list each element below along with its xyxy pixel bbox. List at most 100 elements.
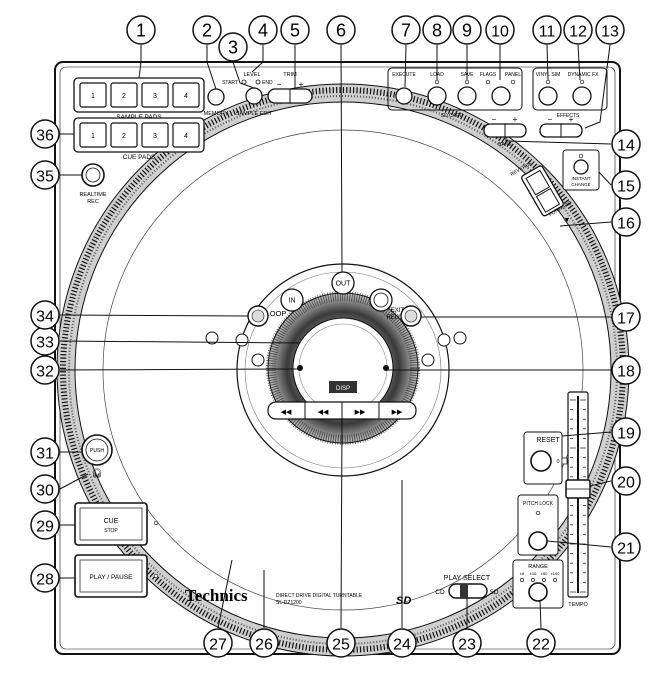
track-forward-icon[interactable]: ▶▶: [392, 409, 403, 416]
load-indicator: [434, 79, 440, 85]
callout-number-14: 14: [617, 138, 635, 155]
range-indicator: [553, 578, 557, 582]
instant-change-button[interactable]: [573, 159, 589, 175]
callout-circle-4: [248, 15, 278, 45]
forward-arrow-icon: ▼: [564, 217, 571, 224]
callout-number-4: 4: [258, 21, 268, 41]
dynamic-fx-button[interactable]: [572, 86, 592, 106]
realtime-rec-button[interactable]: [81, 163, 105, 187]
callout-circle-15: [611, 170, 641, 200]
dynamic-fx-indicator: [579, 79, 585, 85]
reset-button[interactable]: [530, 450, 552, 472]
cue-pad-4[interactable]: [172, 122, 200, 148]
instant-change-indicator: [578, 153, 584, 159]
callout-circle-23: [452, 628, 482, 658]
sample-pad-2[interactable]: [110, 82, 138, 108]
panel-indicator: [510, 79, 516, 85]
cue-pad-3[interactable]: [141, 122, 169, 148]
pitch-lock-button[interactable]: [528, 531, 548, 551]
ring-button-right-lower[interactable]: [421, 353, 435, 367]
sample-edit-button[interactable]: [245, 87, 263, 105]
loop-in-label: IN: [289, 298, 296, 305]
ring-button-left-upper[interactable]: [235, 333, 249, 347]
leader-line-20: [589, 480, 612, 487]
callout-circle-11: [532, 15, 562, 45]
callout-number-21: 21: [617, 541, 635, 558]
leader-line-32: [59, 368, 299, 371]
ring-marker-right: [453, 331, 467, 345]
leader-line-33: [59, 340, 301, 344]
leader-line-7: [404, 44, 407, 88]
callout-circle-30: [30, 474, 60, 504]
sd-section-frame: [387, 67, 523, 111]
sample-edit-label: SAMPLE EDIT: [236, 111, 273, 117]
track-back-icon[interactable]: ◀◀: [281, 409, 292, 416]
callout-circle-13: [595, 15, 625, 45]
ring-button-right-upper[interactable]: [437, 333, 451, 347]
callout-circle-10: [485, 15, 515, 45]
jog-indicator-left: [297, 365, 303, 371]
bank-minus-label: −: [492, 115, 497, 124]
sd-card-label: SD CARD: [441, 113, 464, 119]
callout-number-34: 34: [36, 309, 54, 326]
sample-pad-4[interactable]: [172, 82, 200, 108]
search-back-icon[interactable]: ◀◀: [318, 409, 329, 416]
panel-label: PANEL: [505, 72, 521, 78]
callout-number-27: 27: [209, 637, 227, 654]
ring-button-left-lower[interactable]: [251, 353, 265, 367]
memory-button[interactable]: [207, 88, 225, 106]
bank-plus-label: +: [513, 115, 518, 124]
loop-out-button[interactable]: OUT: [331, 271, 355, 295]
display-mode-indicator: [329, 381, 357, 393]
bank-label: BANK: [498, 142, 512, 148]
panel-button[interactable]: [491, 86, 511, 106]
callout-circle-2: [192, 15, 222, 45]
stop-label: STOP: [104, 528, 118, 534]
change-label: CHANGE: [571, 182, 590, 187]
exit-reloop-button[interactable]: [369, 288, 393, 312]
vinyl-sim-indicator: [545, 79, 551, 85]
range-button[interactable]: [528, 582, 548, 602]
cue-pad-label: 4: [184, 133, 188, 140]
effects-minus-label: −: [548, 115, 553, 124]
effects-plus-label: +: [569, 115, 574, 124]
callout-circle-24: [387, 628, 417, 658]
play-pause-button[interactable]: [74, 554, 148, 598]
display-mode-label: DISP: [336, 386, 350, 392]
callout-number-7: 7: [401, 21, 411, 41]
cue-button[interactable]: [74, 502, 148, 546]
direction-switch[interactable]: [521, 165, 565, 217]
sample-pad-3[interactable]: [141, 82, 169, 108]
vinyl-sim-button[interactable]: [538, 86, 558, 106]
flags-label: FLAGS: [480, 72, 497, 78]
callout-circle-5: [280, 15, 310, 45]
sample-pad-1[interactable]: [79, 82, 107, 108]
zero-indicator: [561, 457, 568, 465]
cue-label: CUE: [104, 518, 119, 525]
cue-pad-1[interactable]: [79, 122, 107, 148]
load-button[interactable]: [427, 86, 447, 106]
jog-indicator-right: [383, 365, 389, 371]
headphone-icon: 🎧︎: [91, 468, 102, 478]
play-select-lever[interactable]: [460, 584, 468, 598]
range-value-label: ±50: [541, 571, 548, 576]
leader-line-2: [206, 45, 217, 90]
instant-label: INSTANT: [572, 176, 591, 181]
tempo-label: TEMPO: [568, 602, 588, 608]
start-label: START: [222, 80, 238, 86]
execute-button[interactable]: [395, 87, 413, 105]
search-forward-icon[interactable]: ▶▶: [355, 409, 366, 416]
exit-label: EXIT /: [391, 308, 408, 314]
cue-pads-label: CUE PADS: [123, 154, 156, 161]
sample-pad-label: 3: [153, 93, 157, 100]
callout-number-20: 20: [617, 475, 635, 492]
callout-circle-14: [611, 129, 641, 159]
save-button[interactable]: [457, 86, 477, 106]
callout-number-30: 30: [36, 483, 54, 500]
cue-pad-2[interactable]: [110, 122, 138, 148]
loop-in-button[interactable]: IN: [280, 288, 304, 312]
leader-line-6: [340, 44, 343, 273]
push-label: PUSH: [90, 448, 104, 454]
